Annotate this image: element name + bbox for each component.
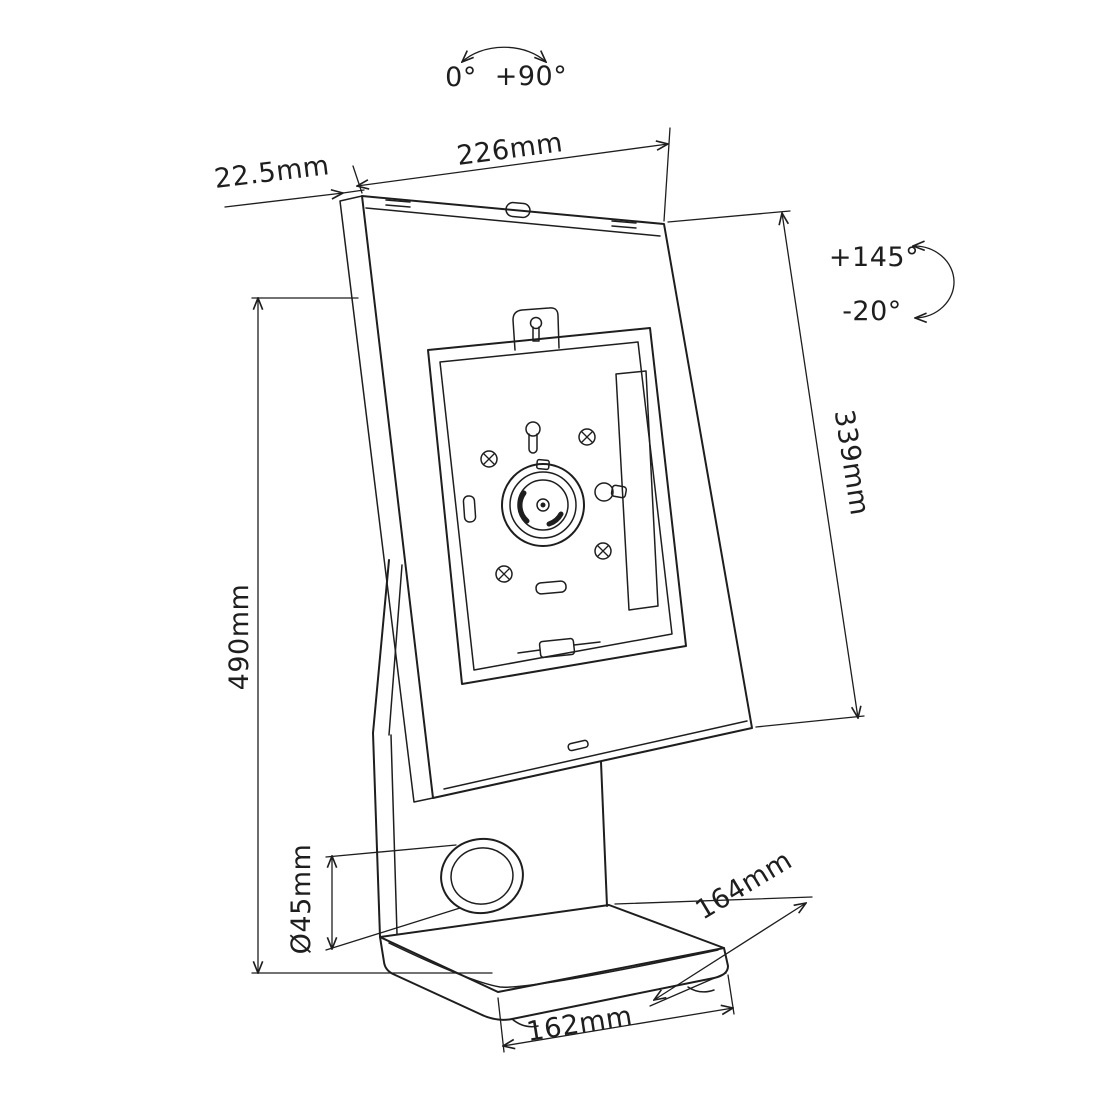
screw <box>594 542 612 560</box>
window-frame <box>427 327 687 685</box>
rotation-disc-mid <box>509 471 577 539</box>
enclosure-side-face <box>339 195 434 803</box>
swivel-to-label: +90° <box>495 61 567 92</box>
disc-top-notch <box>536 458 550 471</box>
support-arm-inner <box>388 564 403 736</box>
dim-162-label: 162mm <box>524 1001 634 1048</box>
dim-339-label: 339mm <box>828 408 875 518</box>
disc-hub-dot <box>540 502 546 508</box>
enclosure-bottom-inner-edge <box>443 720 748 790</box>
cable-hole-inner <box>450 847 514 905</box>
enclosure-top-inner-edge <box>365 207 661 237</box>
dim-225-ext <box>342 189 365 194</box>
dim-490-label: 490mm <box>224 584 255 691</box>
dim-225-leader <box>224 193 343 208</box>
disc-shade-right <box>546 511 564 527</box>
dim-164-label: 164mm <box>690 845 797 926</box>
column-left-edge <box>372 732 381 938</box>
dim-164-line <box>654 903 806 1000</box>
dim-45-label: Ø45mm <box>286 844 317 955</box>
base-top-face <box>379 904 725 993</box>
top-lock-knob <box>505 201 531 219</box>
bottom-lock-slot <box>567 739 589 752</box>
side-button <box>462 495 477 523</box>
cam-lock-stem <box>610 484 628 499</box>
plate-keyhole-circle <box>525 421 541 437</box>
top-slot-right <box>611 220 637 229</box>
plate-keyhole-slot <box>528 433 538 454</box>
right-rail <box>615 370 659 611</box>
dim-164-ext-top <box>614 896 813 905</box>
screw <box>495 565 513 583</box>
hanging-tab <box>512 307 560 351</box>
base-front-round-edge <box>388 942 719 988</box>
swivel-from-label: 0° <box>445 62 477 93</box>
tab-keyhole-slot <box>532 326 540 342</box>
tilt-down-label: -20° <box>842 296 902 327</box>
tab-keyhole-circle <box>529 316 543 330</box>
stand-drawing <box>339 195 753 1028</box>
dim-162-line <box>503 1008 733 1046</box>
enclosure-outline <box>361 195 753 799</box>
dim-162-ext-left <box>497 997 505 1053</box>
screw <box>578 428 596 446</box>
bottom-bracket-arms <box>517 641 601 654</box>
dim-45-ext-bottom <box>325 907 461 951</box>
tilt-up-label: +145° <box>829 242 919 273</box>
rotation-disc-outer <box>501 463 585 547</box>
dim-226-ext-left <box>352 165 363 194</box>
dim-45-ext-top <box>325 844 457 858</box>
dim-226-line <box>357 144 668 186</box>
dim-226-ext-right <box>663 127 671 222</box>
swivel-arc <box>462 46 546 62</box>
top-slot-left <box>385 199 411 208</box>
mount-plate <box>439 341 673 671</box>
dimension-annotations: 0° +90° 226mm 22.5mm +145° -20° 339mm 49… <box>213 46 955 1053</box>
column-right-edge <box>600 761 608 907</box>
disc-hub <box>536 498 550 512</box>
cam-lock-circle <box>594 482 614 502</box>
tilt-arc <box>913 246 955 318</box>
base-lower-outline <box>379 936 729 1021</box>
column-left-inner <box>390 734 398 935</box>
cable-hole-outer <box>440 837 524 915</box>
bottom-oval-slot <box>535 580 567 595</box>
dim-225-label: 22.5mm <box>213 150 332 195</box>
support-arm-front <box>372 559 390 734</box>
screw <box>480 450 498 468</box>
dim-339-ext-top <box>667 210 791 223</box>
disc-shade-left <box>517 490 530 524</box>
dim-339-line <box>782 213 858 718</box>
dim-339-ext-bottom <box>755 715 865 728</box>
